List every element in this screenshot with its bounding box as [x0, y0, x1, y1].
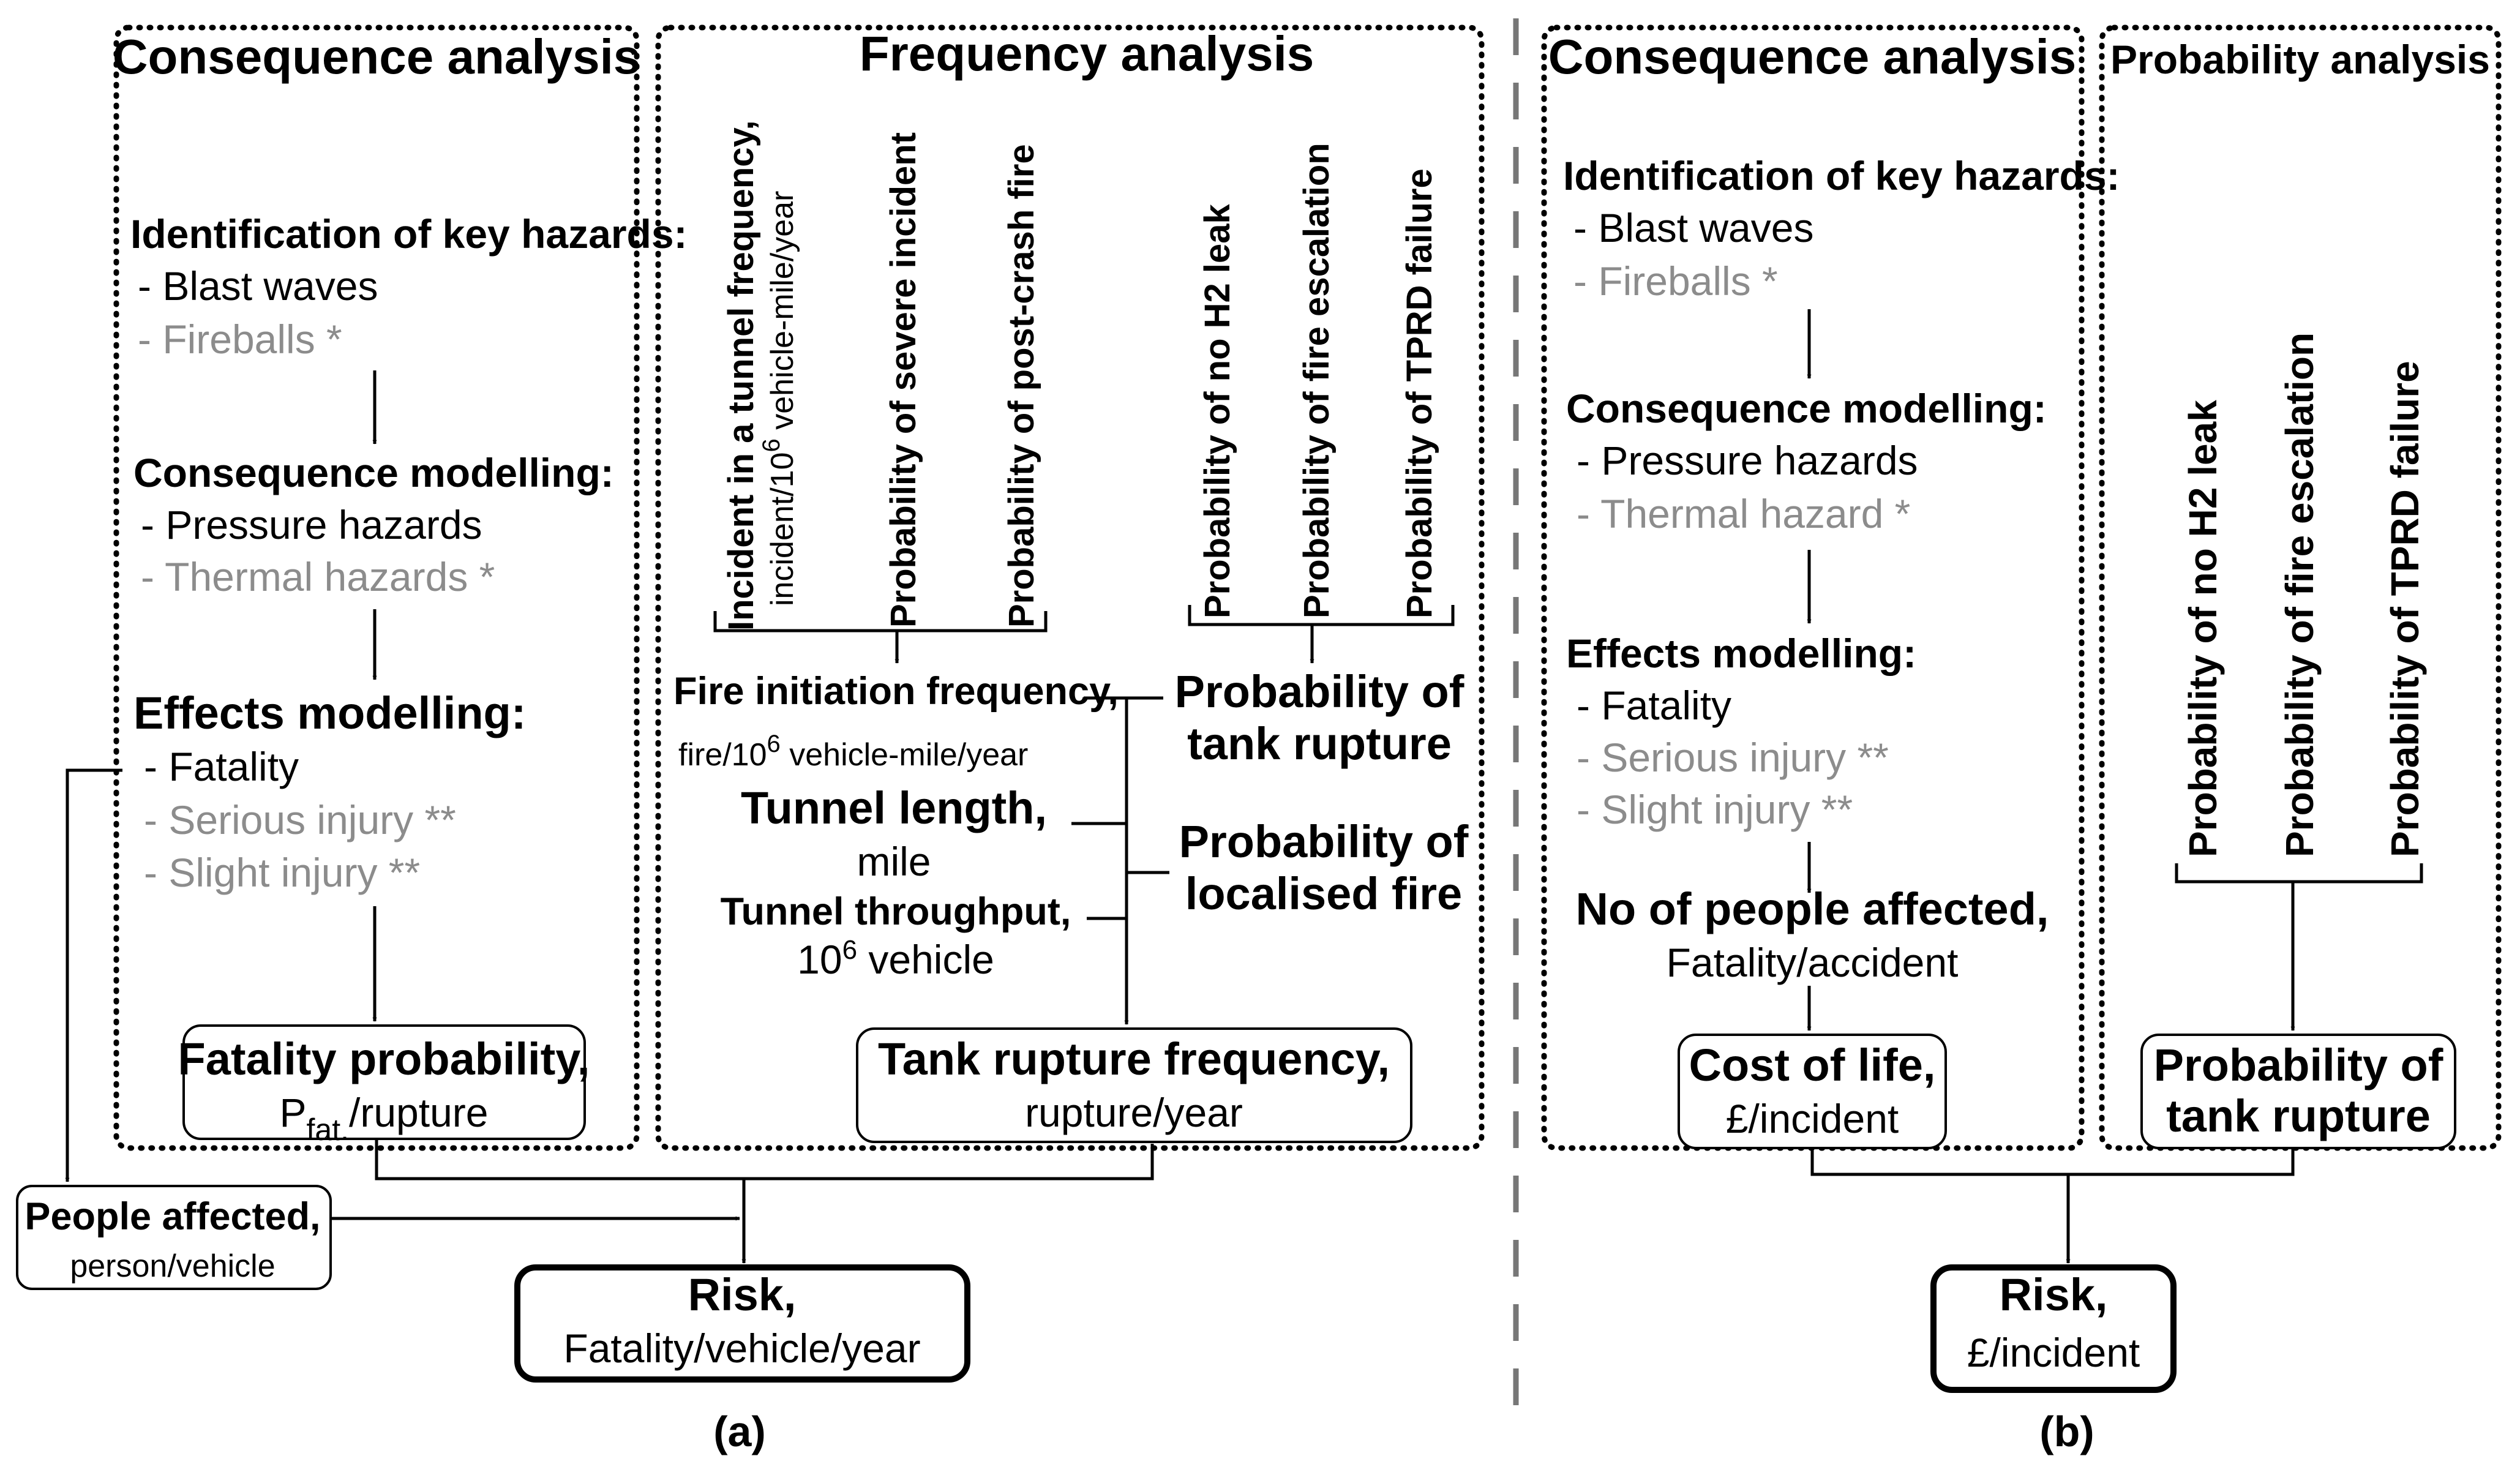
probability-analysis-frame [2099, 24, 2502, 1151]
fatality-probability-label: Fatality probability, [178, 1034, 590, 1084]
fatality-probability-box [182, 1024, 586, 1140]
tprd-failure-label-a: Probability of TPRD failure [1400, 168, 1439, 618]
people-affected-unit: person/vehicle [70, 1248, 275, 1284]
probability-tank-rupture-label-line2: tank rupture [1187, 718, 1452, 769]
fatality-item-b: - Fatality [1577, 683, 1731, 728]
serious-injury-item-b: - Serious injury ** [1577, 735, 1889, 780]
tank-rupture-frequency-unit: rupture/year [1025, 1090, 1243, 1135]
effects-modelling-heading: Effects modelling: [133, 688, 526, 738]
panel-a: Consequence analysis Identification of k… [16, 24, 1485, 1455]
consequence-modelling-heading: Consequence modelling: [133, 450, 614, 495]
people-affected-label: People affected, [24, 1195, 320, 1238]
tunnel-throughput-label: Tunnel throughput, [721, 890, 1071, 933]
risk-box-b [1930, 1264, 2177, 1393]
thermal-hazards-item: - Thermal hazards * [141, 554, 495, 599]
cost-of-life-label: Cost of life, [1689, 1040, 1936, 1090]
fire-initiation-frequency-unit: fire/106 vehicle-mile/year [678, 730, 1028, 773]
probability-tank-rupture-box-b [2140, 1034, 2456, 1149]
risk-unit-b: £/incident [1967, 1330, 2140, 1375]
probability-localised-fire-label-line2: localised fire [1185, 868, 1462, 919]
people-affected-box [16, 1185, 332, 1290]
tunnel-length-label: Tunnel length, [741, 783, 1047, 833]
identification-heading: Identification of key hazards: [130, 211, 688, 257]
probability-localised-fire-label: Probability of [1179, 816, 1469, 867]
identification-heading-b: Identification of key hazards: [1563, 153, 2120, 198]
tank-rupture-frequency-label: Tank rupture frequency, [878, 1034, 1390, 1084]
tank-rupture-frequency-box [856, 1027, 1412, 1143]
fire-escalation-label-a: Probability of fire escalation [1297, 143, 1337, 618]
bracket-tank-rupture-inputs [1188, 605, 1455, 626]
consequence-modelling-heading-b: Consequence modelling: [1566, 386, 2047, 431]
risk-label-b: Risk, [2000, 1269, 2108, 1320]
pressure-hazards-item-b: - Pressure hazards [1577, 438, 1918, 483]
pressure-hazards-item: - Pressure hazards [141, 502, 482, 547]
fatality-probability-unit: Pfat./rupture [280, 1090, 489, 1147]
fire-initiation-frequency-label: Fire initiation frequency, [673, 670, 1119, 713]
no-h2-leak-label-a: Probability of no H2 leak [1198, 203, 1237, 618]
blast-waves-item-b: - Blast waves [1573, 205, 1813, 250]
effects-modelling-heading-b: Effects modelling: [1566, 631, 1916, 676]
no-h2-leak-label-b: Probability of no H2 leak [2181, 400, 2225, 857]
probability-analysis-title: Probability analysis [2110, 37, 2490, 82]
cost-of-life-unit: £/incident [1726, 1096, 1899, 1141]
frequency-analysis-frame [655, 24, 1485, 1151]
fireballs-item: - Fireballs * [138, 317, 342, 362]
tunnel-throughput-unit: 106 vehicle [797, 935, 994, 982]
thermal-hazard-item-b: - Thermal hazard * [1577, 491, 1910, 536]
fatality-to-people-affected-line [65, 768, 122, 1182]
panel-b-label: (b) [2039, 1408, 2094, 1455]
incident-frequency-label: Incident in a tunnel frequency, [721, 120, 761, 631]
risk-label-a: Risk, [688, 1269, 797, 1320]
panel-a-consequence-frame [113, 24, 640, 1151]
panel-a-consequence-title: Consequence analysis [113, 29, 641, 84]
tprd-failure-label-b: Probability of TPRD failure [2383, 361, 2427, 857]
severe-incident-label: Probability of severe incident [883, 132, 923, 628]
panel-b-consequence-title: Consequence analysis [1548, 29, 2077, 84]
serious-injury-item: - Serious injury ** [144, 797, 456, 843]
bracket-tank-rupture-inputs-b [2175, 863, 2423, 884]
probability-tank-rupture-label: Probability of [1175, 666, 1464, 717]
post-crash-fire-label: Probability of post-crash fire [1002, 144, 1041, 628]
bracket-fire-initiation-inputs [713, 611, 1048, 632]
fire-escalation-label-b: Probability of fire escalation [2278, 332, 2322, 857]
panel-a-label: (a) [713, 1408, 766, 1455]
no-people-affected-label: No of people affected, [1576, 884, 2049, 934]
slight-injury-item-b: - Slight injury ** [1577, 787, 1853, 832]
tunnel-length-unit: mile [857, 839, 931, 884]
frequency-analysis-title: Frequency analysis [860, 26, 1314, 81]
fatality-item: - Fatality [144, 744, 299, 789]
panel-b: Consequence analysis Identification of k… [1541, 24, 2502, 1455]
risk-unit-a: Fatality/vehicle/year [563, 1326, 920, 1371]
no-people-affected-unit: Fatality/accident [1667, 940, 1959, 985]
probability-tank-rupture-label-b-line2: tank rupture [2166, 1090, 2431, 1141]
slight-injury-item: - Slight injury ** [144, 850, 420, 895]
blast-waves-item: - Blast waves [138, 263, 378, 309]
incident-frequency-unit: incident/106 vehicle-mile/year [758, 191, 800, 606]
fireballs-item-b: - Fireballs * [1573, 258, 1778, 304]
bracket-risk-inputs-a [375, 1140, 1154, 1180]
bracket-risk-inputs-b [1810, 1148, 2295, 1176]
probability-tank-rupture-label-b: Probability of [2154, 1040, 2443, 1090]
risk-box-a [514, 1264, 970, 1383]
